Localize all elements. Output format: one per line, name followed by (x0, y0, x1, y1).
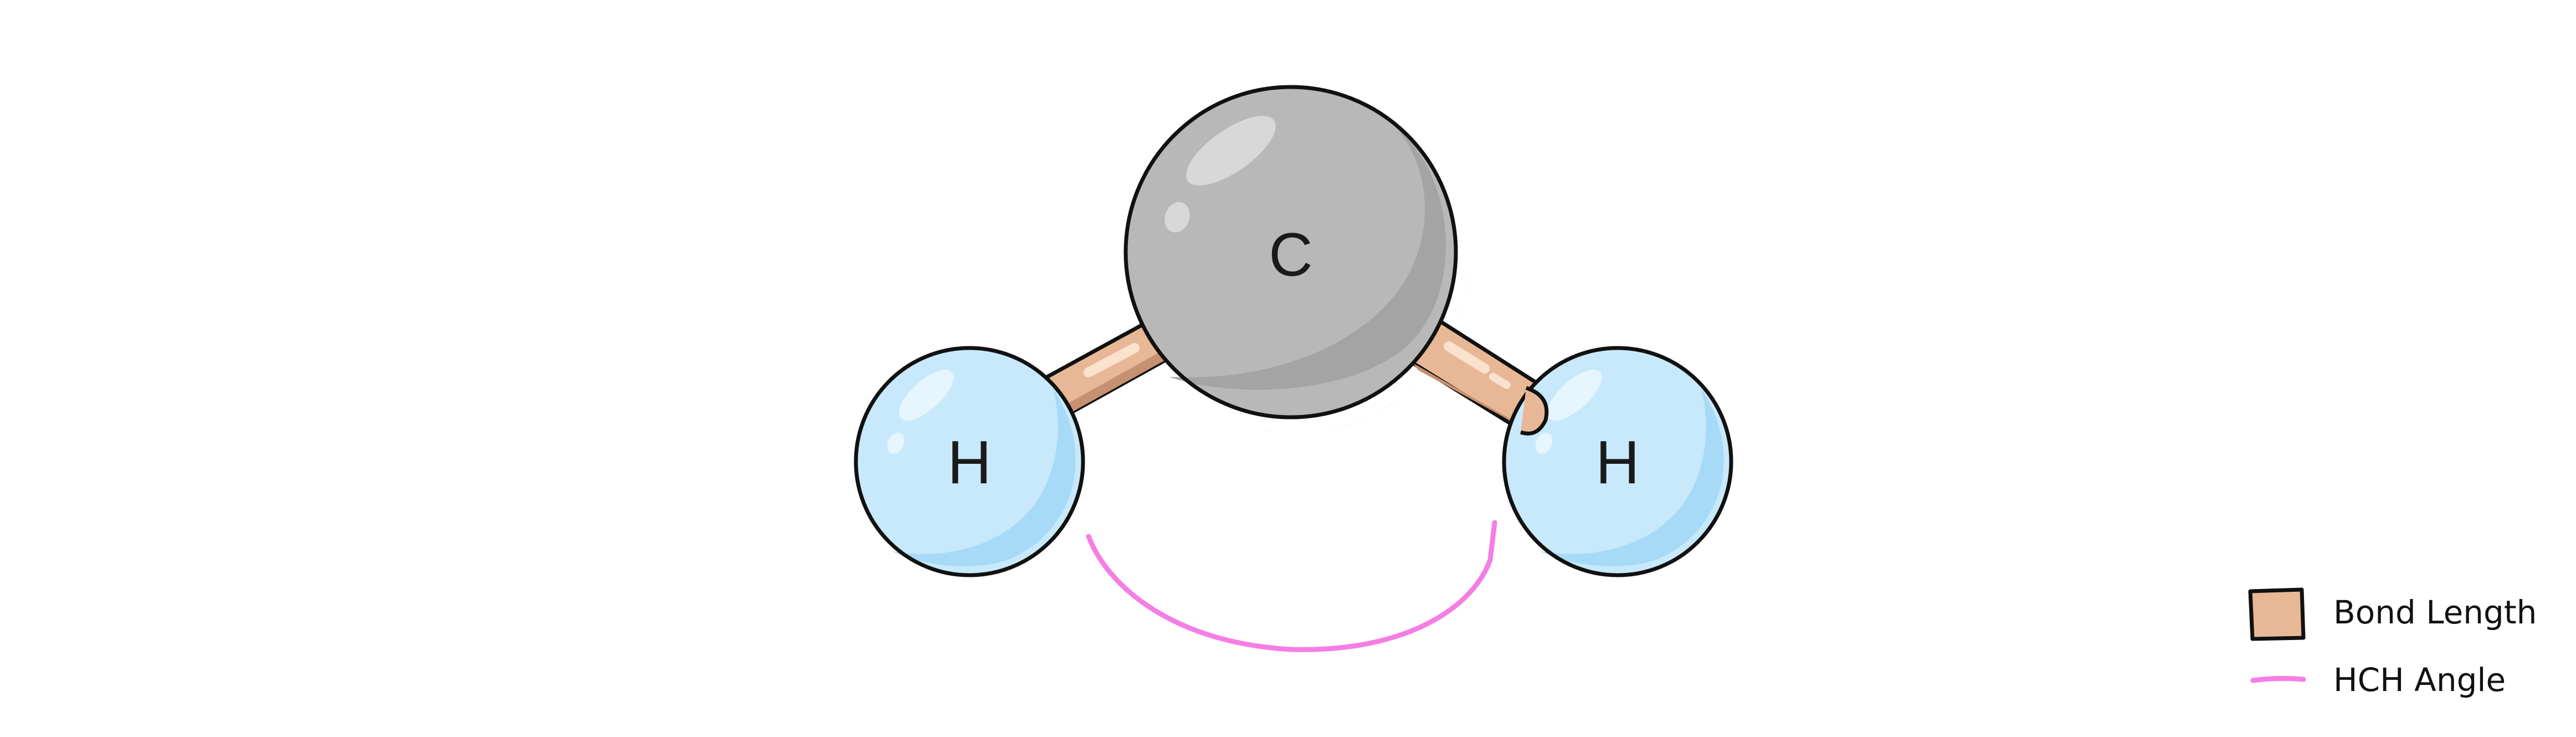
hch-angle-arc (1086, 520, 1497, 652)
hydrogen-left-label: H (947, 429, 991, 497)
hydrogen-atom-right: H (1502, 346, 1733, 577)
hydrogen-right-label: H (1595, 429, 1639, 497)
carbon-atom: C (1123, 85, 1469, 433)
hydrogen-atom-left: H (854, 346, 1085, 577)
bond-length-swatch (2248, 587, 2306, 641)
legend-item-bond-length: Bond Length (2248, 587, 2537, 641)
legend: Bond Length HCH Angle (2248, 587, 2537, 699)
carbon-label: C (1269, 221, 1312, 289)
hch-angle-swatch (2250, 675, 2306, 683)
bond-length-label: Bond Length (2333, 593, 2537, 631)
legend-item-hch-angle: HCH Angle (2250, 661, 2506, 699)
hch-angle-label: HCH Angle (2333, 661, 2506, 699)
